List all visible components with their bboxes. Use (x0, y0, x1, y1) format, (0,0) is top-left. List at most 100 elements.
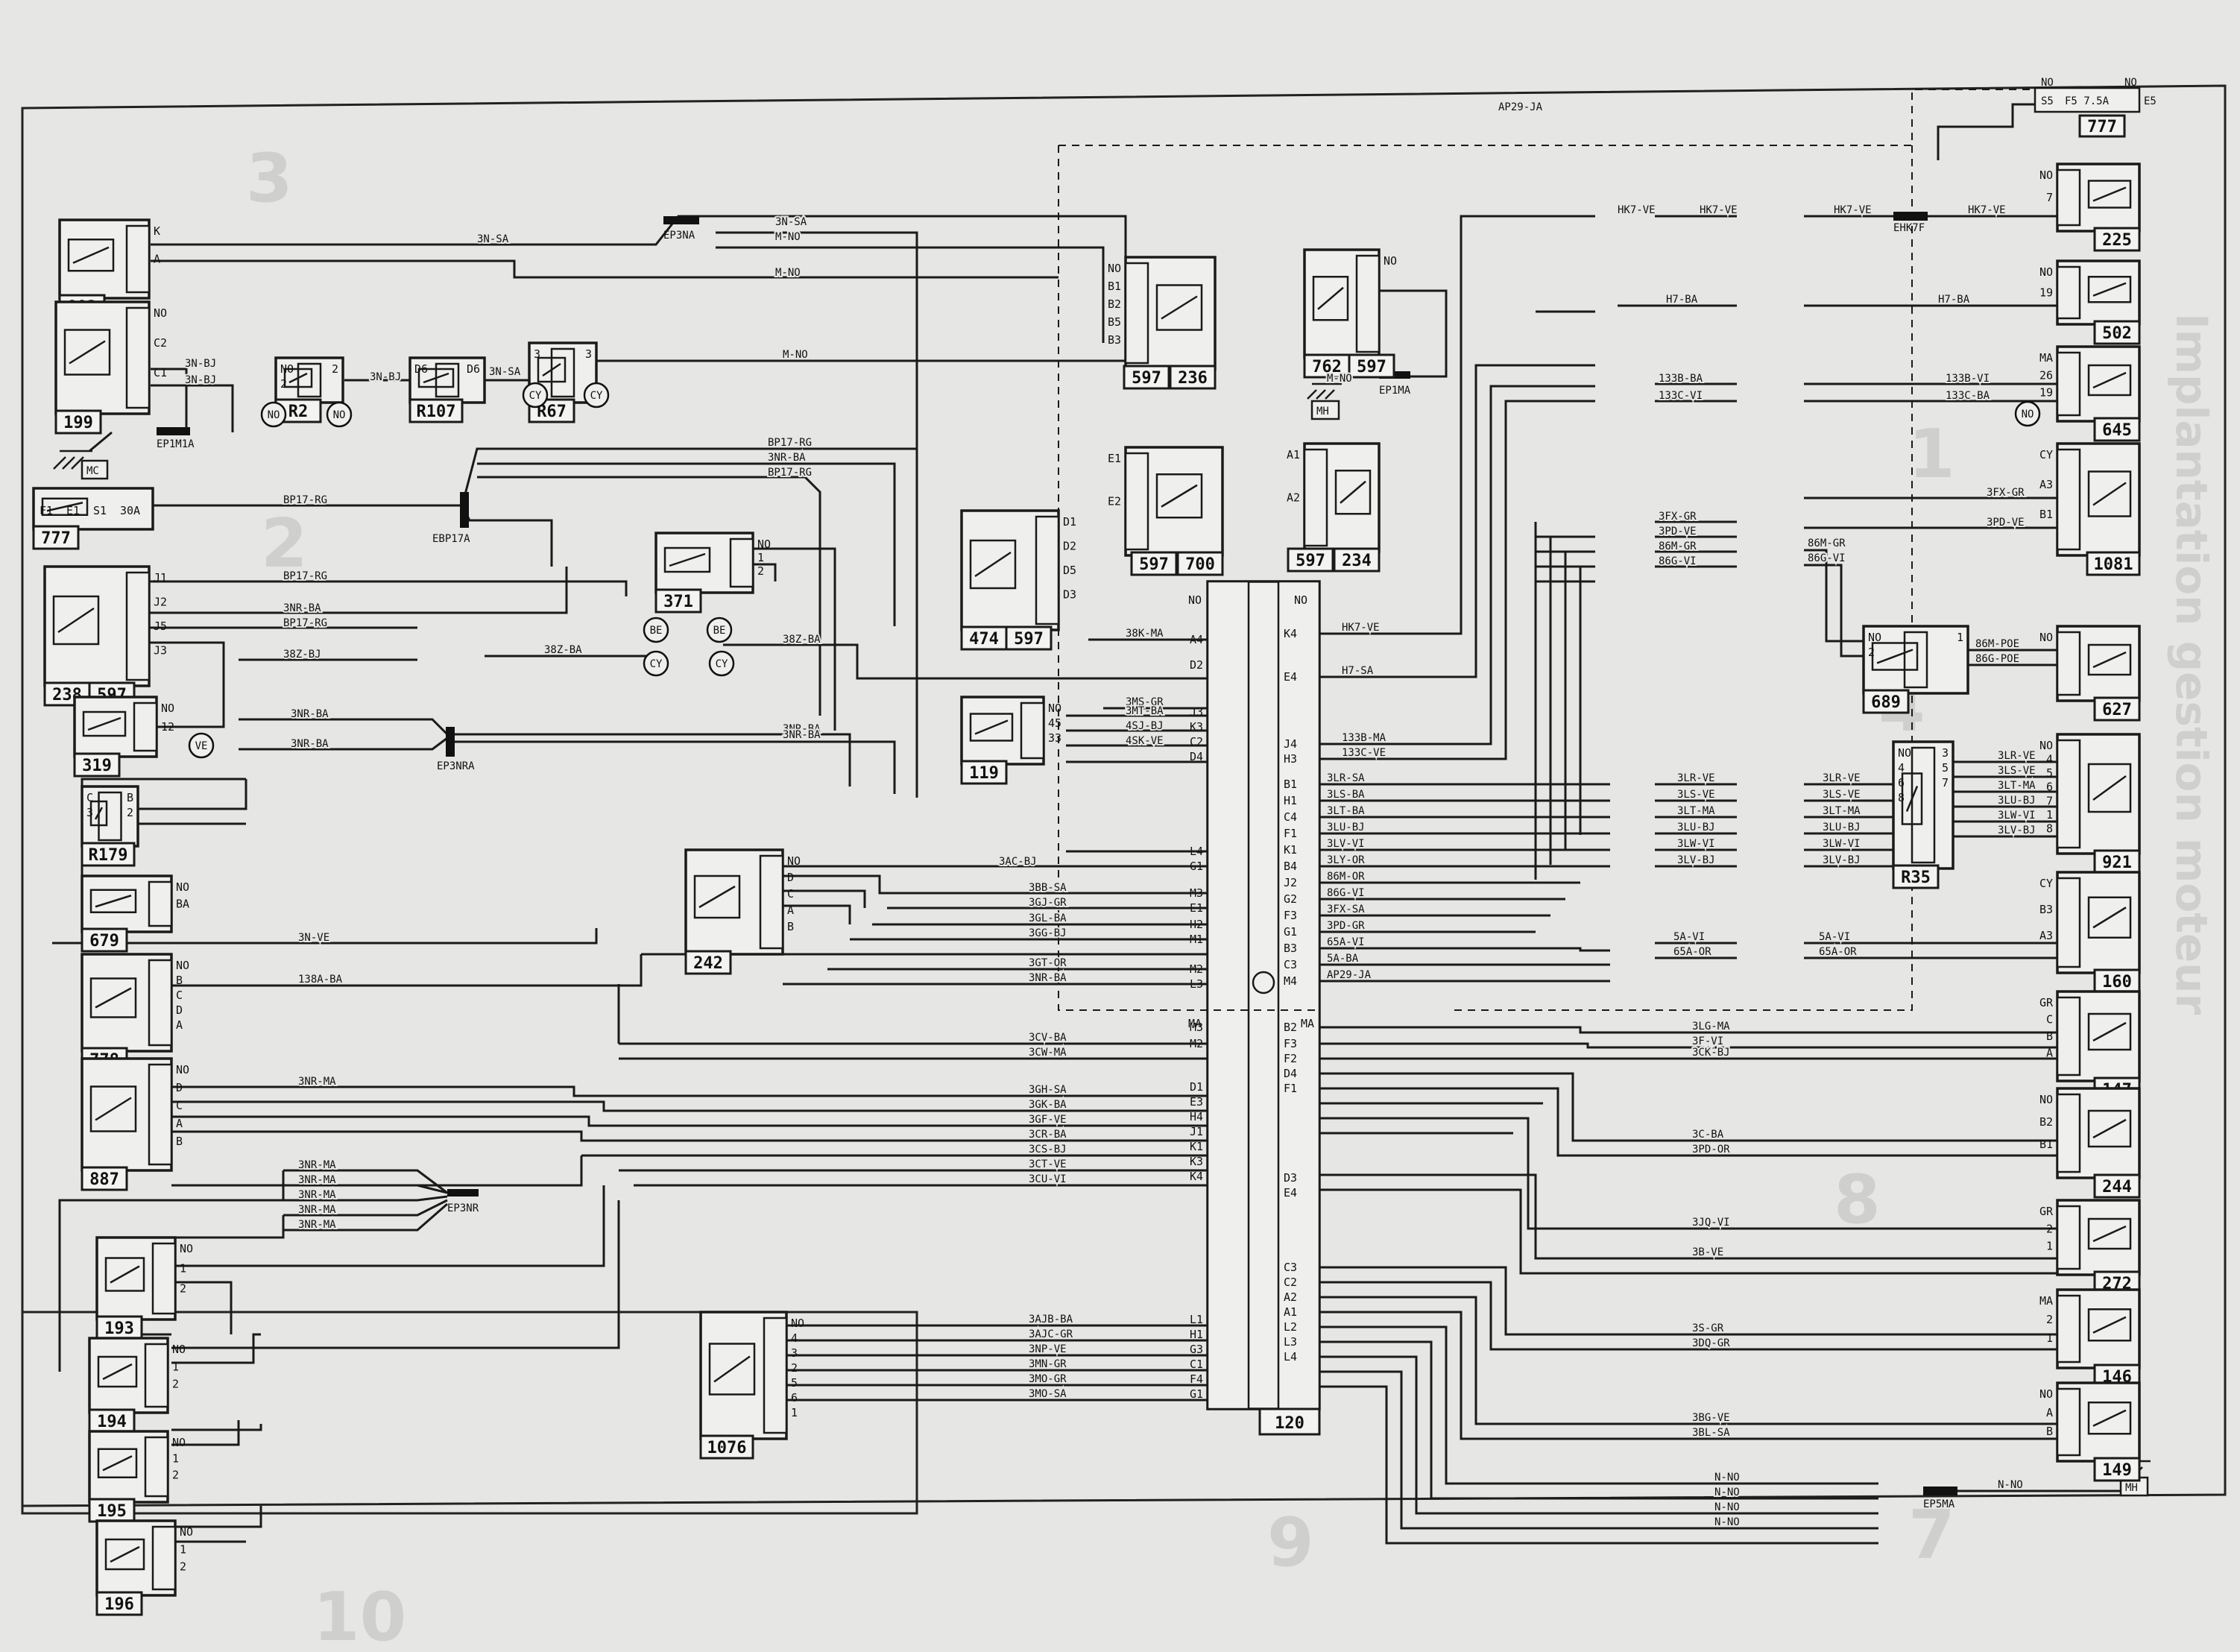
wire (283, 1202, 448, 1232)
component-symbol-icon (1901, 772, 1923, 825)
splice-label: EP1M1A (157, 438, 195, 450)
component-symbol-icon (2092, 651, 2127, 669)
component-pin-label: 2 (332, 362, 338, 376)
component-connector (144, 1343, 169, 1408)
component-connector (2056, 1205, 2081, 1270)
wire (1319, 1173, 2057, 1260)
component-connector (151, 1525, 177, 1591)
wire-label: 3MN-GR (1029, 1358, 1067, 1370)
ecu-pin-label: D4 (1190, 750, 1203, 763)
wire-label: 3GJ-GR (1029, 897, 1067, 909)
wire-label: 3F-VI (1692, 1035, 1723, 1047)
ecu-pin-label: L1 (1190, 1313, 1203, 1326)
ecu-left-connector (1206, 580, 1250, 1410)
component-symbol-icon (2087, 1012, 2132, 1051)
component-pin-label: B (787, 920, 794, 933)
component-id-box (1862, 689, 1910, 714)
component-pin-label: K (154, 224, 160, 238)
component-connector (1124, 452, 1149, 551)
component-pin-label: NO (176, 1063, 189, 1076)
wire-label: 3S-GR (1692, 1322, 1724, 1334)
component-pin-label: A3 (2039, 929, 2053, 942)
component-pin-label: 1 (172, 1452, 179, 1466)
wire (1059, 89, 2080, 146)
splice-label: EP3NR (447, 1202, 479, 1214)
component-symbol-icon (2087, 643, 2132, 676)
wire-label: N-NO (1998, 1479, 2023, 1491)
fuse-body (2034, 86, 2141, 113)
component-id-box (2093, 849, 2141, 874)
wire-label: 65A-VI (1327, 936, 1365, 948)
bg-number: 10 (313, 1578, 406, 1652)
ground-label: MH (1316, 406, 1329, 417)
wire (283, 1184, 448, 1194)
splice-bar (446, 727, 455, 757)
component-pin-label: D5 (1063, 564, 1076, 577)
wire (1319, 400, 1595, 760)
wire-label: 3CT-VE (1029, 1158, 1067, 1170)
component-tag-box (1287, 547, 1334, 573)
wire-label: 3N-SA (489, 366, 521, 378)
component-pin-label: 2 (791, 1361, 798, 1375)
wire-label: BP17-RG (283, 494, 327, 506)
wire (477, 476, 821, 716)
wire-label: 5A-VI (1819, 931, 1850, 943)
circle-tag-ring (706, 617, 733, 643)
wire-label: 3NR-BA (283, 602, 321, 614)
component-connector (148, 959, 173, 1047)
wire-label: BP17-RG (283, 570, 327, 582)
component-pin-label: 1 (757, 551, 764, 564)
component-symbol-icon (67, 239, 115, 272)
wire (58, 1170, 285, 1372)
component-connector (1355, 254, 1381, 353)
component-symbol-icon (97, 1448, 138, 1478)
component-id-box (960, 760, 1008, 785)
ecu-pin-label: L3 (1284, 1335, 1297, 1349)
component-id-box (32, 525, 80, 550)
circle-tag-label: NO (2022, 409, 2034, 420)
wire (1804, 549, 1864, 643)
component-147: 147GRCBA (2039, 990, 2141, 1102)
component-id: 244 (2102, 1178, 2132, 1197)
component-id-box (960, 625, 1008, 651)
wire-label: 3PD-GR (1327, 920, 1365, 932)
component-id-box (2093, 696, 2141, 722)
wire (171, 1506, 262, 1528)
wire (149, 447, 917, 507)
component-pin-label: E2 (1108, 495, 1121, 508)
component-pin-label: 2 (1868, 646, 1875, 659)
component-pin-label: 33 (1048, 731, 1061, 745)
component-symbol-icon (110, 1265, 140, 1284)
component-connector (2056, 1387, 2081, 1457)
component-pin-label: NO (2039, 1093, 2053, 1106)
wire-label: 3LV-BJ (1823, 854, 1861, 866)
component-id-box (2093, 417, 2141, 442)
ecu-id: 120 (1275, 1414, 1304, 1433)
component-symbol-icon (1871, 642, 1919, 671)
component-id-box (2093, 320, 2141, 345)
component-id-box (73, 752, 121, 778)
component-pin-label: 1 (180, 1542, 186, 1556)
component-id: 149 (2102, 1461, 2132, 1480)
wire (1319, 385, 1595, 745)
component-pin-label: NO (280, 362, 294, 376)
component-pin-label: NO (757, 537, 771, 551)
component-id-box (1169, 365, 1217, 390)
component-pin-label: NO (172, 1436, 186, 1449)
component-connector (1911, 746, 1936, 864)
component-symbol-icon (82, 710, 127, 737)
component-symbol-icon (974, 551, 1012, 578)
component-connector (125, 224, 151, 294)
wire-label: 3MO-GR (1029, 1373, 1067, 1385)
wire (171, 1333, 261, 1364)
wire-label: 3GH-SA (1029, 1084, 1067, 1096)
component-symbol-icon (63, 329, 111, 376)
